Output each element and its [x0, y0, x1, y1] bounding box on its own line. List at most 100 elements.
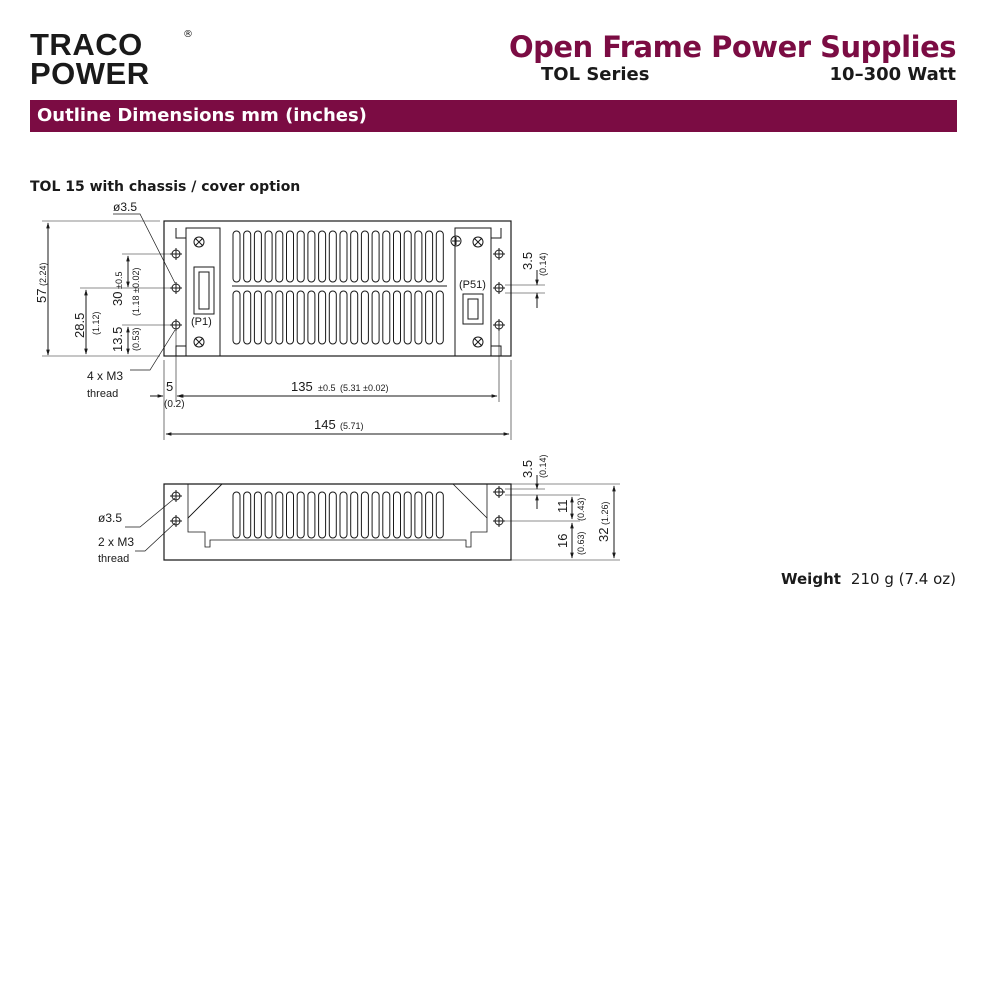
weight-value: 210 g (7.4 oz)	[850, 570, 956, 588]
vent-slot	[403, 491, 412, 539]
vent-slot	[243, 290, 252, 345]
dim-30: 30	[110, 292, 125, 306]
vent-slot	[339, 491, 348, 539]
top-hole-dia-label: ø3.5	[113, 200, 137, 214]
top-thread-count: 4 x M3	[87, 369, 123, 383]
dim-32: 32	[596, 528, 611, 542]
dim-145: 145	[314, 417, 336, 432]
vent-slot	[328, 491, 337, 539]
vent-slot	[382, 290, 391, 345]
dim-13-5: 13.5	[110, 327, 125, 352]
vent-slot	[307, 290, 316, 345]
mounting-hole-icon	[170, 486, 505, 527]
side-dim-3-5: 3.5	[520, 460, 535, 478]
vent-slot	[393, 290, 401, 345]
vent-slot	[243, 491, 252, 539]
vent-slot	[350, 290, 359, 345]
vent-slot	[296, 230, 305, 283]
vent-slot	[275, 230, 284, 283]
logo-line-1: TRACO	[30, 27, 143, 62]
dim-135: 135	[291, 379, 313, 394]
vent-slot	[232, 230, 241, 283]
vent-slot	[414, 290, 423, 345]
dim-30-in: (1.18 ±0.02)	[131, 268, 141, 316]
wattage-range: 10–300 Watt	[829, 64, 956, 85]
vent-slot	[275, 491, 284, 539]
drawing-subtitle: TOL 15 with chassis / cover option	[30, 179, 301, 195]
side-view	[125, 475, 620, 561]
vent-slot	[425, 230, 434, 283]
connector-p1-label: (P1)	[191, 316, 212, 328]
vent-slot	[382, 230, 391, 283]
dim-28-5-in: (1.12)	[91, 311, 101, 335]
vent-slot	[403, 290, 412, 345]
weight-spec: Weight 210 g (7.4 oz)	[781, 570, 956, 588]
vent-slot	[307, 230, 316, 283]
page-title: Open Frame Power Supplies	[508, 30, 957, 64]
side-hole-dia-label: ø3.5	[98, 511, 122, 525]
vent-slot	[275, 290, 284, 345]
dim-5: 5	[166, 379, 173, 394]
side-dim-3-5-in: (0.14)	[538, 454, 548, 478]
series-name: TOL Series	[541, 64, 650, 85]
screw-icon	[193, 235, 484, 348]
dim-30-tol: ±0.5	[114, 272, 124, 289]
vent-slot	[328, 290, 337, 345]
top-dim-3-5-in: (0.14)	[538, 252, 548, 276]
side-thread-count: 2 x M3	[98, 535, 134, 549]
vent-slot	[425, 290, 434, 345]
logo-line-2: POWER	[30, 56, 150, 92]
dim-5-in: (0.2)	[164, 399, 185, 410]
dim-13-5-in: (0.53)	[131, 327, 141, 351]
vent-slot	[371, 290, 380, 345]
vent-slot	[382, 491, 391, 539]
vent-slot	[318, 491, 327, 539]
vent-slot	[243, 230, 252, 283]
dim-57-in: (2.24)	[38, 262, 48, 286]
side-thread-label: thread	[98, 553, 129, 565]
dim-135-tol: ±0.5	[318, 383, 335, 393]
vent-slot	[393, 230, 401, 283]
vent-slot	[435, 491, 444, 539]
connector-p51-label: (P51)	[459, 279, 486, 291]
weight-label: Weight	[781, 570, 841, 588]
vent-slot	[360, 491, 369, 539]
vent-slot	[253, 290, 262, 345]
traco-power-logo: TRACO POWER ®	[30, 27, 193, 92]
vent-slot	[286, 290, 294, 345]
vent-slot	[435, 230, 444, 283]
vent-slot	[253, 491, 262, 539]
vent-slot	[360, 290, 369, 345]
dim-11: 11	[555, 500, 570, 514]
dim-16-in: (0.63)	[576, 531, 586, 555]
vent-slot	[339, 230, 348, 283]
side-vents	[232, 491, 444, 539]
vent-slot	[328, 230, 337, 283]
vent-slot	[296, 290, 305, 345]
vent-slot	[264, 290, 273, 345]
dim-16: 16	[555, 534, 570, 548]
vent-slot	[232, 290, 241, 345]
vent-slot	[403, 230, 412, 283]
dim-28-5: 28.5	[72, 313, 87, 338]
vent-slot	[414, 491, 423, 539]
top-thread-label: thread	[87, 388, 118, 400]
dim-32-in: (1.26)	[600, 501, 610, 525]
vent-slot	[264, 230, 273, 283]
vent-slot	[318, 290, 327, 345]
dim-57: 57	[34, 289, 49, 303]
vent-slot	[339, 290, 348, 345]
registered-mark: ®	[183, 29, 193, 40]
vent-slot	[232, 491, 241, 539]
vent-slot	[393, 491, 401, 539]
vent-slot	[350, 491, 359, 539]
mounting-hole-icon	[170, 248, 505, 331]
vent-slot	[253, 230, 262, 283]
vent-slot	[425, 491, 434, 539]
vent-slot	[414, 230, 423, 283]
top-vents	[232, 230, 444, 345]
vent-slot	[360, 230, 369, 283]
dim-145-in: (5.71)	[340, 421, 364, 431]
vent-slot	[371, 230, 380, 283]
